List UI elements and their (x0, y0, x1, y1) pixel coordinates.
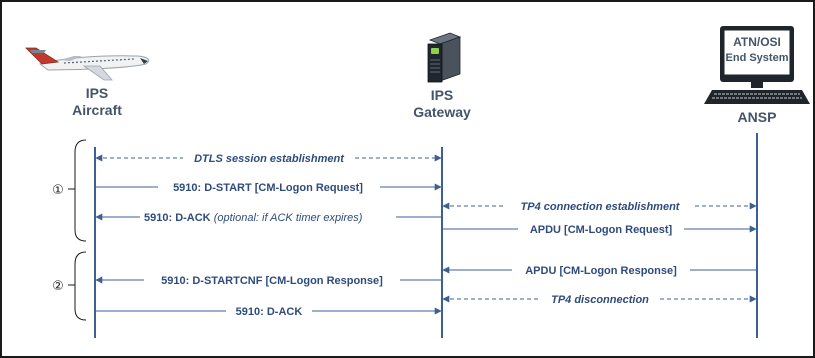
d-start-label-bg (158, 180, 380, 194)
server-icon (427, 32, 462, 83)
apdu-request-label: APDU [CM-Logon Request] (530, 224, 673, 236)
tp4-establishment-label-bg (505, 199, 695, 213)
apdu-response-label: APDU [CM-Logon Response] (525, 265, 677, 277)
aircraft-label-line2: Aircraft (72, 102, 122, 118)
aircraft-icon (25, 47, 150, 81)
d-ack-optional-main: 5910: D-ACK (144, 212, 211, 224)
dtls-label-bg (183, 151, 355, 165)
tp4-establishment-label: TP4 connection establishment (521, 201, 681, 213)
d-ack-optional-note: (optional: if ACK timer expires) (211, 212, 363, 224)
phase-one-bracket (68, 139, 87, 242)
apdu-request-label-bg (518, 222, 684, 236)
terminal-screen-line2: End System (726, 52, 789, 64)
apdu-response-label-bg (512, 263, 690, 277)
phase-one-marker: ① (52, 183, 64, 198)
d-startcnf-label-bg (144, 273, 400, 287)
d-start-label: 5910: D-START [CM-Logon Request] (173, 182, 363, 194)
phase-two-marker: ② (52, 279, 64, 294)
d-ack-final-label: 5910: D-ACK (236, 306, 303, 318)
dtls-label: DTLS session establishment (194, 153, 345, 165)
d-ack-final-label-bg (226, 304, 312, 318)
d-startcnf-label: 5910: D-STARTCNF [CM-Logon Response] (161, 275, 383, 287)
ansp-label: ANSP (738, 109, 777, 125)
aircraft-label-line1: IPS (86, 85, 109, 101)
terminal-icon (704, 26, 810, 104)
tp4-disconnection-label: TP4 disconnection (551, 294, 649, 306)
phase-two-bracket (68, 251, 87, 321)
terminal-screen-line1: ATN/OSI (733, 35, 781, 49)
tp4-disconnection-label-bg (541, 292, 659, 306)
gateway-label-line1: IPS (431, 87, 454, 103)
d-ack-optional-label-bg (140, 210, 396, 224)
d-ack-optional-label: 5910: D-ACK (optional: if ACK timer expi… (144, 212, 363, 224)
gateway-label-line2: Gateway (413, 104, 471, 120)
